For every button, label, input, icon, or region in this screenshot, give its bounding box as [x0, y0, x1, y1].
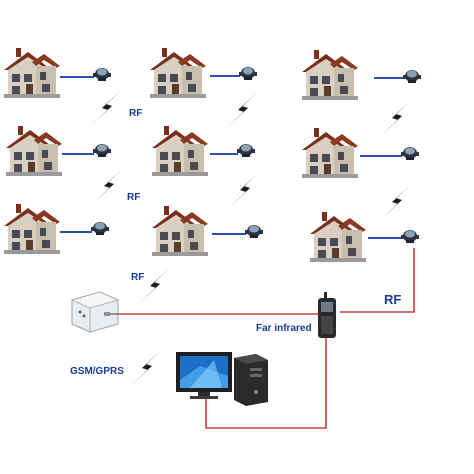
house-icon — [152, 206, 208, 256]
house-icon — [310, 212, 366, 262]
water-meter-icon — [401, 230, 419, 243]
house-icon — [302, 128, 358, 178]
house-icon — [6, 126, 62, 176]
far-infrared-label: Far infrared — [256, 323, 312, 334]
lightning-bolt-icon — [380, 184, 412, 220]
water-meter-icon — [93, 144, 111, 157]
lightning-bolt-icon — [92, 168, 124, 204]
water-meter-icon — [401, 147, 419, 160]
water-meter-icon — [91, 222, 109, 235]
water-meter-icon — [237, 144, 255, 157]
rf-label: RF — [129, 108, 143, 119]
monitor-icon — [176, 352, 232, 399]
water-meter-icon — [239, 67, 257, 80]
house-icon — [4, 48, 60, 98]
lightning-bolt-icon — [226, 92, 258, 128]
gsm-gprs-label: GSM/GPRS — [70, 366, 124, 377]
lightning-bolt-icon — [380, 100, 412, 136]
wired-links — [120, 248, 415, 429]
meter-to-handheld-cable — [340, 248, 415, 313]
rf-main-label: RF — [384, 292, 402, 307]
water-meter-icon — [93, 68, 111, 81]
water-meter-icon — [403, 70, 421, 83]
handheld-reader-icon — [318, 292, 336, 338]
house-icon — [302, 50, 358, 100]
rf-label: RF — [131, 272, 145, 283]
lightning-bolt-icon — [130, 350, 162, 386]
house-icon — [4, 204, 60, 254]
house-icon — [152, 126, 208, 176]
house-meter-links — [60, 75, 404, 239]
water-meter-icon — [245, 225, 263, 238]
handheld-to-pc-cable — [205, 336, 327, 429]
lightning-bolt-icon — [228, 172, 260, 208]
lightning-bolt-icon — [90, 90, 122, 126]
house-icon — [150, 48, 206, 98]
rf-label: RF — [127, 192, 141, 203]
pc-tower-icon — [234, 354, 268, 406]
concentrator-icon — [70, 291, 120, 333]
